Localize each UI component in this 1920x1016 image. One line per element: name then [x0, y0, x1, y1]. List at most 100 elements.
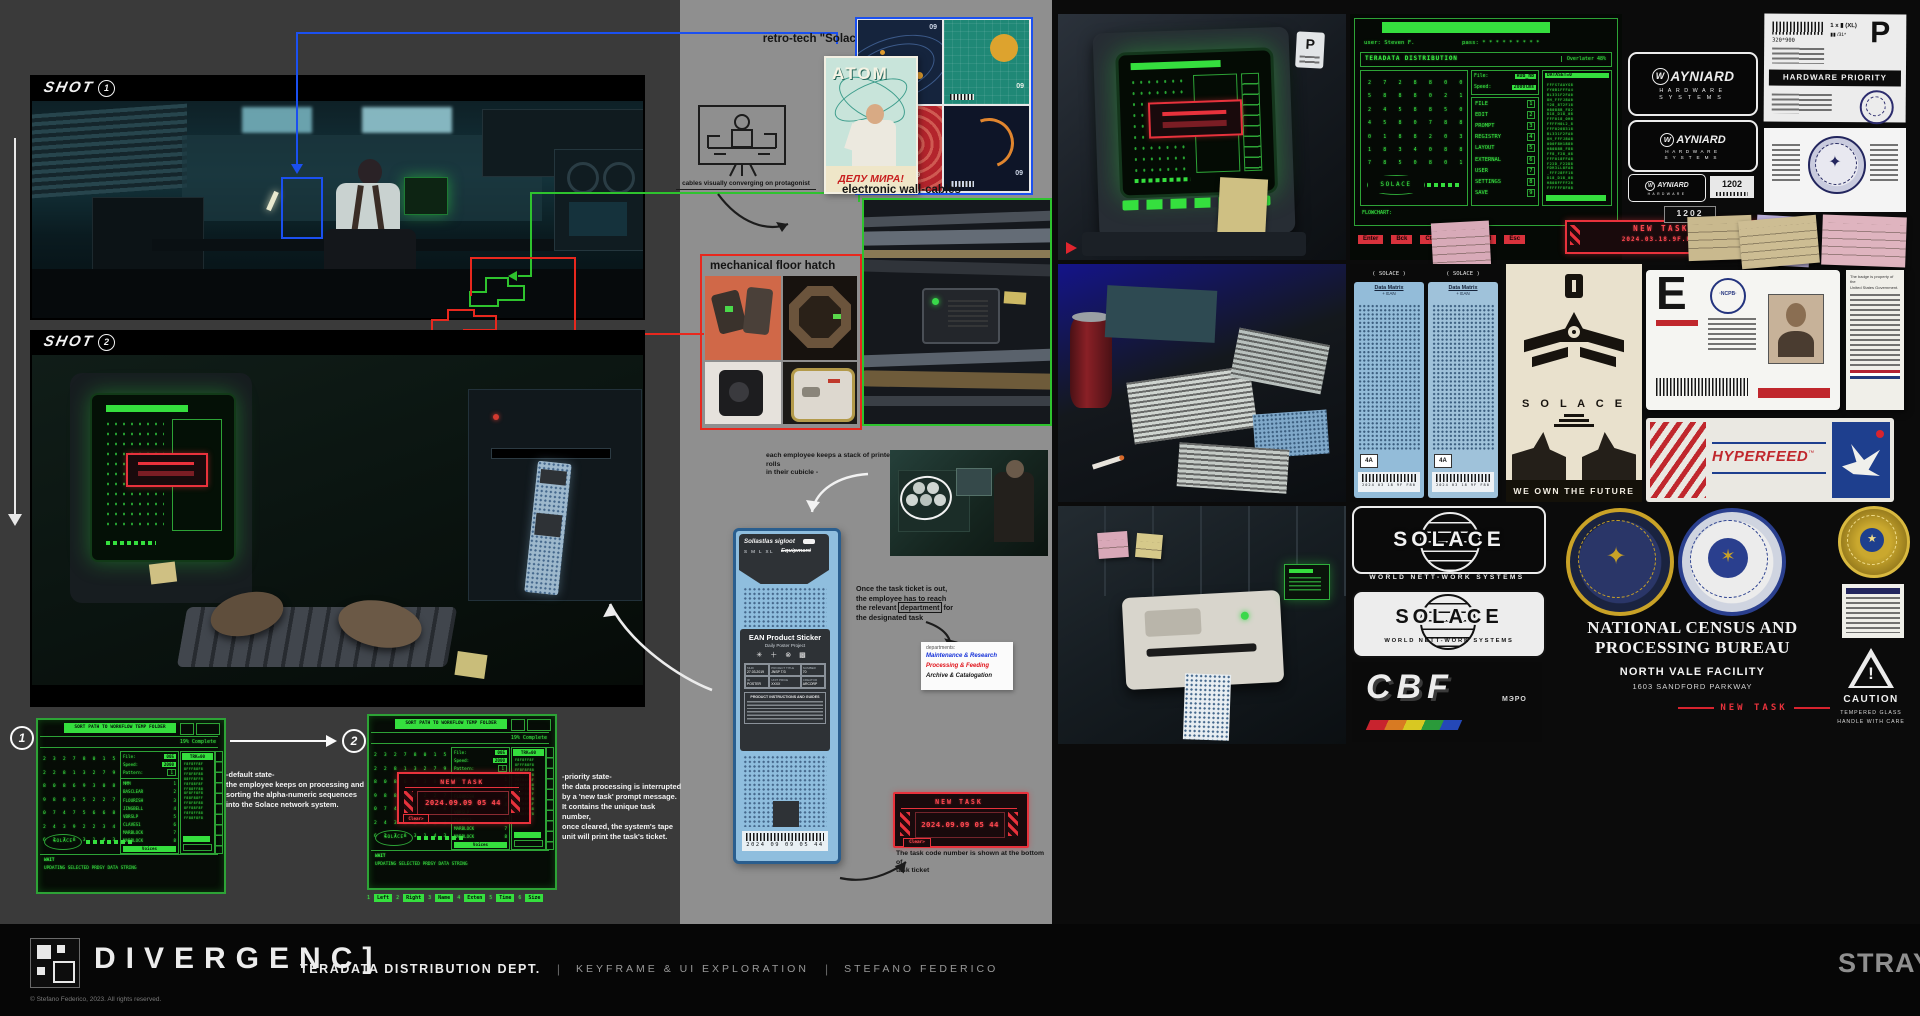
- sound-index: 5: [173, 813, 176, 819]
- divider: [40, 736, 218, 737]
- speed-label: Speed:: [454, 757, 470, 763]
- track-matrix: F8F8FF8F 8FFF88F8 FF8F8F88 88FF8FF8 F8F8…: [184, 762, 204, 820]
- seal-ring: [1690, 520, 1768, 598]
- shot2-scene: [32, 355, 643, 685]
- fkey-label: Name: [435, 894, 454, 902]
- hazard-stripe: [1008, 812, 1018, 836]
- sound-index: 4: [173, 805, 176, 811]
- note-fragment: for: [943, 603, 954, 613]
- poster-series-number: 09: [1015, 170, 1023, 177]
- hp-barcode: [1772, 21, 1825, 35]
- ticket-top-panel: Sollastlas sigloot S M L XL Equipment: [739, 534, 829, 584]
- device-mark: [828, 379, 840, 383]
- clear-chip: Clear>: [903, 838, 931, 848]
- ticket-mid-panel: EAN Product Sticker Daily Poster Project…: [740, 629, 830, 751]
- flag-strip-icon: [1850, 370, 1900, 380]
- console-screen: [569, 202, 627, 236]
- red-connector-up: [470, 258, 472, 296]
- paper-roll: [913, 482, 925, 494]
- dm-code-chip: 4A: [1434, 454, 1452, 468]
- pattern-value: 1: [167, 768, 176, 776]
- priority-state-note: -priority state- the data processing is …: [562, 772, 682, 842]
- dm-brand: ( SOLACE ): [1446, 271, 1480, 277]
- flowchart-label: FLOWCHART:: [1362, 210, 1393, 216]
- emblem-eye-icon: [1568, 326, 1580, 338]
- cable-pipe: [864, 228, 1050, 246]
- sound-name: VBRSLP: [123, 813, 139, 819]
- ui-brand-oval: SOLACE: [1367, 175, 1425, 195]
- hp-letter: P: [1870, 16, 1891, 50]
- track-header: TRK=00: [513, 749, 544, 756]
- wayniard-hardware: HARDWARE: [1647, 191, 1687, 196]
- hp-smallprint: [1772, 47, 1825, 64]
- pager-dots: [86, 840, 132, 844]
- ean-icons-row: ✳＋⊗▩: [740, 650, 830, 660]
- terminal-header: SORT PATH TO WORKFLOW TEMP FOLDER: [395, 719, 507, 729]
- eclipse-crescent: [955, 109, 1023, 177]
- sound-name: JINGBELL: [123, 805, 144, 811]
- progress-text: 19% Complete: [510, 735, 547, 741]
- mark-pixel: [37, 945, 51, 959]
- ticket-prop-arrow: [603, 603, 713, 692]
- hyperfeed-tm: ™: [1808, 450, 1815, 457]
- p-sticker-letter: P: [1305, 35, 1316, 53]
- sketch-caption: cables visually converging on protagonis…: [676, 180, 816, 190]
- wall-cables-photo: [862, 198, 1052, 426]
- hp-number: 320*900: [1772, 37, 1795, 44]
- banner-code: 2024.03.18.9F.F80: [1621, 236, 1701, 243]
- ui-file-row: File:ROB_hb: [1472, 71, 1538, 82]
- wayniard-name: AYNIARD: [1676, 133, 1726, 146]
- blue-connector-vertical: [296, 32, 298, 166]
- cell-value: 70: [802, 670, 807, 674]
- hatch-photo-case: [705, 362, 781, 424]
- ncpb-badge-card: E ·NCPB·: [1646, 267, 1840, 410]
- federal-seal-card: ✦: [1764, 128, 1906, 212]
- hatch-led-icon: [725, 306, 733, 312]
- wayniard-name: AYNIARD: [1670, 68, 1735, 84]
- menu-key: 6: [1526, 155, 1535, 164]
- ticket-brand-script: Sollastlas sigloot: [744, 538, 795, 545]
- fkey-label: Right: [403, 894, 425, 902]
- ui-file-value: ROB_hb: [1514, 74, 1536, 79]
- fbi-seal-icon: ✦: [1566, 508, 1674, 616]
- cable-pipe: [864, 210, 1050, 228]
- footer-separator: |: [824, 962, 829, 976]
- fkey-num: 3: [428, 895, 432, 901]
- bureau-facility: NORTH VALE FACILITY: [1619, 666, 1766, 678]
- badge-note-card: The badge is property of the United Stat…: [1846, 270, 1904, 410]
- gold-seal-icon: ★: [1838, 506, 1910, 578]
- plus-icon: ＋: [770, 652, 786, 659]
- terminal-priority-wrap: SORT PATH TO WORKFLOW TEMP FOLDER 19% Co…: [367, 714, 557, 910]
- hatch-callout-outline: [431, 309, 497, 338]
- ean-ticket: Sollastlas sigloot S M L XL Equipment EA…: [733, 528, 841, 864]
- dm-dots: [1432, 304, 1494, 450]
- data-matrix-ticket: ( SOLACE ) Data Matrix + EAN 4A 2024 03 …: [1354, 268, 1424, 498]
- menu-key: 8: [1526, 177, 1535, 186]
- brand-name: SOLACE: [53, 839, 73, 844]
- poster-slogan: WE OWN THE FUTURE: [1513, 486, 1635, 496]
- paper-roll: [906, 494, 918, 506]
- mini-green-screen: [1284, 564, 1330, 600]
- ticket-out-note: Once the task ticket is out, the employe…: [856, 584, 1016, 622]
- footer-separator: |: [556, 962, 561, 976]
- scientist-head: [866, 104, 884, 124]
- dm-date: 2024 03 18 9F F80: [1362, 483, 1416, 487]
- cable-pipe: [864, 396, 1050, 406]
- rolls-arrow: [806, 472, 869, 513]
- yellow-note: [1217, 177, 1269, 238]
- shot1-frame: SHOT 1: [30, 75, 645, 320]
- tape-reel-icon: [567, 162, 599, 194]
- ui-file-panel: File:ROB_hb Speed:2000lms: [1471, 70, 1539, 95]
- divergence-logo-mark: [30, 938, 80, 988]
- ui-pager-dots: [1427, 183, 1461, 187]
- mini-doc-lines: [1846, 597, 1900, 633]
- cable-pipe: [864, 370, 1050, 390]
- bureau-title-line1: NATIONAL CENSUS AND: [1587, 618, 1798, 637]
- sound-index: 3: [173, 797, 176, 803]
- case-box: [719, 370, 763, 416]
- green-connector-stub: [518, 275, 532, 277]
- gear-icon: ✳: [756, 652, 771, 659]
- dm-date: 2024 03 18 9F F80: [1436, 483, 1490, 487]
- footer-exploration: KEYFRAME & UI EXPLORATION: [576, 963, 809, 975]
